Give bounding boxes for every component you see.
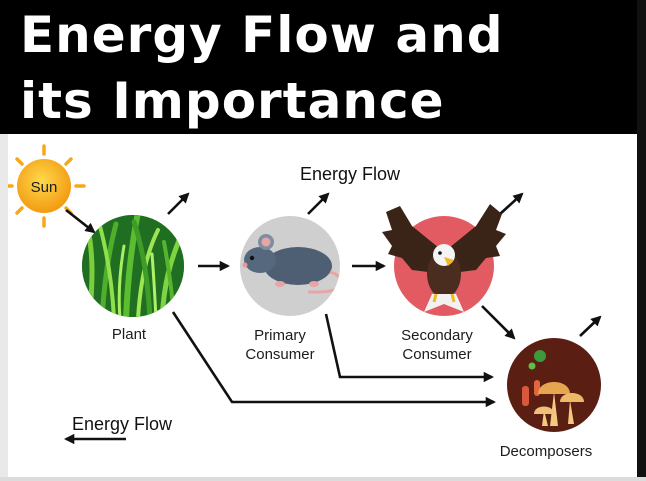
- sun-circle: [17, 159, 71, 213]
- secondary-consumer-node: Secondary Consumer: [382, 204, 506, 363]
- grass-illustration: [82, 215, 184, 317]
- primary-heat-arrow: [307, 192, 330, 215]
- primary-consumer-label-line1: Primary: [254, 327, 306, 344]
- eagle-icon: [382, 204, 506, 312]
- energy-flow-label-bottom: Energy Flow: [72, 414, 173, 434]
- flow-arrows: [63, 192, 602, 445]
- title-line-2: its Importance: [20, 72, 445, 130]
- sun-label: Sun: [31, 179, 58, 196]
- energy-flow-diagram: Sun Energy Flow: [8, 144, 602, 460]
- energy-flow-label-top: Energy Flow: [300, 164, 401, 184]
- plant-heat-arrow: [167, 192, 190, 215]
- title-banner: Energy Flow and its Importance: [0, 0, 646, 134]
- primary-consumer-node: Primary Consumer: [240, 216, 340, 363]
- secondary-consumer-label-line2: Consumer: [402, 346, 471, 363]
- decomposers-label: Decomposers: [500, 443, 593, 460]
- mushroom-icon: [522, 350, 584, 426]
- primary-to-decomposers-arrow: [324, 313, 495, 383]
- plant-node: Plant: [82, 215, 184, 343]
- primary-consumer-label-line2: Consumer: [245, 346, 314, 363]
- secondary-to-decomposers-arrow: [481, 305, 516, 340]
- sun-to-plant-arrow: [65, 208, 96, 234]
- secondary-heat-arrow: [499, 192, 524, 215]
- decomposers-heat-arrow: [579, 315, 602, 337]
- title-line-1: Energy Flow and: [20, 6, 504, 64]
- frame-left-border: [0, 134, 8, 481]
- frame-right-border: [637, 0, 646, 481]
- diagram-panel: Sun Energy Flow: [8, 134, 636, 477]
- plant-to-decomposers-arrow: [171, 311, 497, 408]
- plant-label: Plant: [112, 326, 147, 343]
- frame-bottom-border: [0, 477, 646, 481]
- decomposers-node: Decomposers: [500, 338, 601, 460]
- mouse-icon: [242, 234, 340, 294]
- secondary-consumer-label-line1: Secondary: [401, 327, 473, 344]
